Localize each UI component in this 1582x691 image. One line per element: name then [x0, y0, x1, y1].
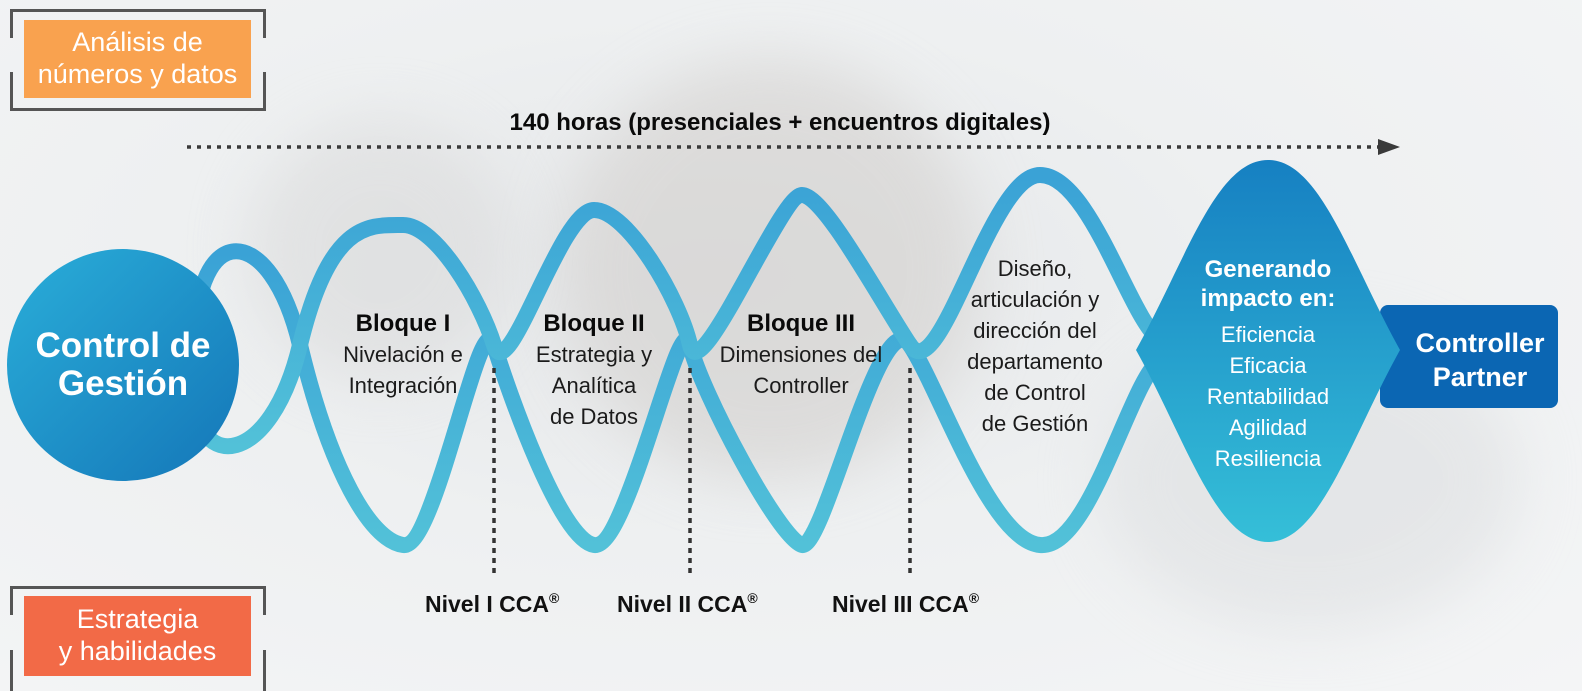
block-2-title: Bloque II: [543, 310, 645, 337]
level-label-1-text: Nivel I CCA: [425, 591, 549, 617]
level-label-2-mark: ®: [747, 590, 758, 606]
block-4-line1: Diseño,: [997, 256, 1073, 281]
impact-item: Rentabilidad: [1206, 384, 1330, 409]
block-1-line2: Integración: [348, 373, 458, 398]
block-2-line2: Analítica: [551, 373, 637, 398]
end-node-line2: Partner: [1432, 362, 1528, 392]
start-node-line1: Control de: [35, 326, 211, 365]
bottom-tag-bracket-top: [10, 586, 266, 615]
block-1-title: Bloque I: [355, 310, 451, 337]
timeline-arrow-head: [1378, 139, 1400, 155]
top-tag: Análisis de números y datos: [24, 20, 251, 98]
impact-item: Eficacia: [1229, 353, 1307, 378]
block-2-line1: Estrategia y: [535, 342, 653, 367]
block-4-line5: de Control: [984, 380, 1086, 405]
block-1: Bloque I Nivelación e Integración: [318, 308, 488, 401]
block-3-line2: Controller: [753, 373, 849, 398]
start-node-circle: [7, 249, 239, 481]
block-3-line1: Dimensiones del: [719, 342, 883, 367]
bottom-tag-line1: Estrategia: [76, 604, 199, 634]
level-label-2: Nivel II CCA®: [617, 590, 758, 618]
block-3: Bloque III Dimensiones del Controller: [706, 308, 896, 401]
impact-item: Agilidad: [1228, 415, 1308, 440]
end-node-label: Controller Partner: [1392, 326, 1568, 394]
block-4: Diseño, articulación y dirección del dep…: [945, 253, 1125, 439]
block-2-line3: de Datos: [549, 404, 639, 429]
impact-diamond: [1136, 160, 1400, 542]
level-label-3: Nivel III CCA®: [832, 590, 979, 618]
bottom-tag: Estrategia y habilidades: [24, 596, 251, 676]
impact-item: Resiliencia: [1214, 446, 1322, 471]
block-3-title: Bloque III: [747, 310, 855, 337]
start-node-line2: Gestión: [57, 364, 189, 403]
impact-title-line2: impacto en:: [1200, 285, 1336, 312]
level-label-1-mark: ®: [548, 590, 560, 606]
wave-strand-a: [187, 243, 1168, 553]
level-label-3-mark: ®: [968, 590, 980, 606]
top-tag-bracket-bottom: [10, 72, 266, 111]
block-4-line6: de Gestión: [981, 411, 1089, 436]
block-4-line3: dirección del: [973, 318, 1097, 343]
top-tag-line2: números y datos: [37, 59, 238, 89]
level-label-2-text: Nivel II CCA: [617, 591, 748, 617]
start-node-label: Control de Gestión: [15, 327, 231, 403]
top-tag-bracket-top: [10, 9, 266, 38]
wave-strand-b: [187, 166, 1168, 455]
block-1-line1: Nivelación e: [343, 342, 463, 367]
top-tag-line1: Análisis de: [72, 27, 203, 57]
end-node-line1: Controller: [1415, 328, 1545, 358]
duration-label: 140 horas (presenciales + encuentros dig…: [509, 109, 1051, 136]
level-label-3-text: Nivel III CCA: [832, 591, 969, 617]
block-2: Bloque II Estrategia y Analítica de Dato…: [508, 308, 680, 432]
bottom-tag-line2: y habilidades: [58, 636, 217, 666]
bottom-tag-bracket-bottom: [10, 650, 266, 691]
impact-content: Generando impacto en: Eficiencia Eficaci…: [1170, 255, 1366, 474]
impact-item: Eficiencia: [1220, 322, 1316, 347]
end-node-banner: [1380, 305, 1558, 408]
block-4-line4: departamento: [967, 349, 1103, 374]
level-label-1: Nivel I CCA®: [425, 590, 559, 618]
impact-title-line1: Generando: [1204, 256, 1332, 283]
block-4-line2: articulación y: [970, 287, 1100, 312]
